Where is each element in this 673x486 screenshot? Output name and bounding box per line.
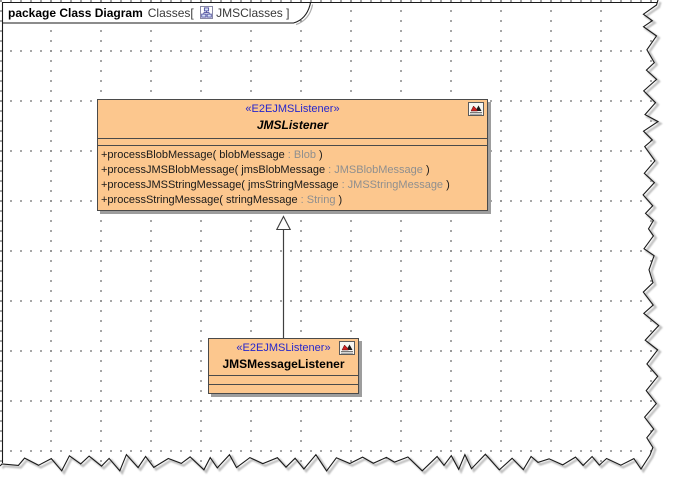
generalization-arrowhead xyxy=(275,215,292,231)
operation-processStringMessage[interactable]: +processStringMessage( stringMessage : S… xyxy=(101,194,343,206)
frame-diagram-name: JMSClasses ] xyxy=(216,5,290,20)
jmsmessagelistener-stereotype: «E2EJMSListener» xyxy=(236,342,331,354)
operation-processJMSBlobMessage[interactable]: +processJMSBlobMessage( jmsBlobMessage :… xyxy=(101,164,430,176)
operation-processJMSStringMessage[interactable]: +processJMSStringMessage( jmsStringMessa… xyxy=(101,179,450,191)
operation-processBlobMessage[interactable]: +processBlobMessage( blobMessage : Blob … xyxy=(101,149,323,161)
frame-keyword: package Class Diagram xyxy=(8,5,143,20)
image-indicator-icon xyxy=(339,341,355,355)
frame-context: Classes[ xyxy=(147,5,198,20)
jmslistener-name-compartment[interactable]: «E2EJMSListener» JMSListener xyxy=(98,100,487,138)
jmslistener-class-name: JMSListener xyxy=(256,118,329,132)
image-indicator-icon xyxy=(468,102,484,116)
jmsmessagelistener-name-compartment[interactable]: «E2EJMSListener» JMSMessageListener xyxy=(209,339,358,375)
jmsmessagelistener-class-name: JMSMessageListener xyxy=(222,357,345,371)
jmslistener-attributes-compartment[interactable] xyxy=(98,138,487,145)
jmslistener-operations-compartment[interactable]: +processBlobMessage( blobMessage : Blob … xyxy=(98,145,487,208)
diagram-frame-heading[interactable]: package Class Diagram Classes[ JMSClasse… xyxy=(2,2,316,26)
class-diagram-icon xyxy=(200,6,214,19)
frame-heading-shape xyxy=(2,2,314,26)
class-jmslistener[interactable]: «E2EJMSListener» JMSListener +processBlo… xyxy=(97,99,488,211)
class-jmsmessagelistener[interactable]: «E2EJMSListener» JMSMessageListener xyxy=(208,338,359,394)
jmsmessagelistener-operations-compartment[interactable] xyxy=(209,384,358,393)
jmsmessagelistener-attributes-compartment[interactable] xyxy=(209,375,358,384)
jmslistener-stereotype: «E2EJMSListener» xyxy=(245,103,340,115)
